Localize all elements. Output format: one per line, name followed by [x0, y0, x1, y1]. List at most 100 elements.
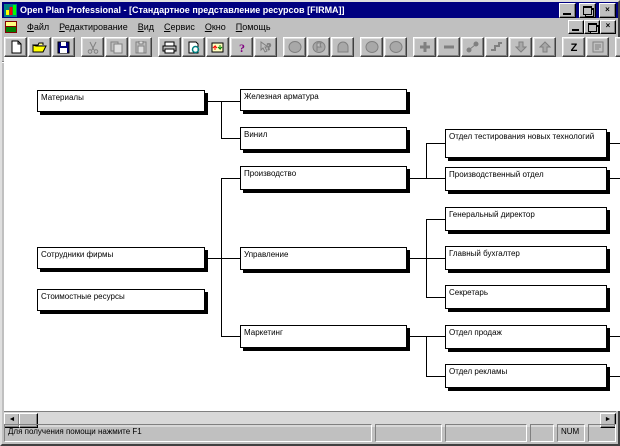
restore-icon [588, 22, 597, 32]
window-title: Open Plan Professional - [Стандартное пр… [20, 5, 345, 15]
document-icon[interactable] [4, 20, 18, 33]
menu-help[interactable]: Помощь [235, 21, 271, 32]
close-button[interactable]: × [599, 2, 616, 18]
resource-box-iron-fittings[interactable]: Железная арматура [240, 89, 407, 111]
open-button[interactable] [28, 37, 51, 57]
notes-button [586, 37, 609, 57]
title-bar: Open Plan Professional - [Стандартное пр… [2, 2, 618, 18]
resource-box-production[interactable]: Производство [240, 166, 407, 190]
connector-line [205, 101, 241, 102]
dot-link-icon [466, 41, 479, 53]
paste-button [129, 37, 152, 57]
connector-line [221, 178, 241, 179]
printer-icon [162, 41, 177, 53]
resource-box-advertising-dept[interactable]: Отдел рекламы [445, 364, 607, 388]
print-preview-button[interactable] [182, 37, 205, 57]
circle-icon [365, 41, 378, 53]
menu-view[interactable]: Вид [137, 21, 154, 32]
menu-edit[interactable]: Редактирование [59, 21, 128, 32]
menu-window[interactable]: Окно [204, 21, 226, 32]
resource-levels-button[interactable] [206, 37, 229, 57]
connector-line [426, 143, 445, 144]
resource-box-new-tech-testing-dept[interactable]: Отдел тестирования новых технологий [445, 129, 607, 158]
num-lock-indicator: NUM [557, 424, 585, 442]
svg-text:?: ? [267, 42, 272, 52]
mdi-close-button[interactable]: × [600, 19, 616, 34]
toolbar-group-shapes-b [360, 37, 407, 57]
minimize-button[interactable] [559, 2, 576, 18]
connector-line [610, 376, 620, 377]
new-document-button[interactable] [4, 37, 27, 57]
resource-box-secretary[interactable]: Секретарь [445, 285, 607, 309]
split-view-button[interactable] [615, 37, 620, 57]
status-message: Для получения помощи нажмите F1 [4, 424, 372, 442]
menu-service[interactable]: Сервис [164, 21, 195, 32]
resource-box-marketing[interactable]: Маркетинг [240, 325, 407, 348]
connector-line [426, 219, 427, 298]
connector-line [610, 336, 620, 337]
connector-line [426, 376, 445, 377]
right-arrow-icon: ► [604, 416, 612, 423]
expand-button [413, 37, 436, 57]
lined-page-icon [592, 41, 603, 53]
open-folder-icon [32, 42, 47, 52]
resource-box-production-dept[interactable]: Производственный отдел [445, 167, 607, 191]
oval-tool-button [283, 37, 306, 57]
question-mark-icon: ? [239, 41, 245, 54]
resource-box-vinyl[interactable]: Винил [240, 127, 407, 150]
resource-box-management[interactable]: Управление [240, 247, 407, 270]
floppy-disk-icon [57, 41, 70, 53]
status-pane-4 [530, 424, 554, 442]
copy-button [105, 37, 128, 57]
flag-tool-button [307, 37, 330, 57]
arrow-question-icon: ? [260, 40, 272, 53]
toolbar-group-shapes-a [283, 37, 354, 57]
circle-tool-2-button [384, 37, 407, 57]
resource-box-cost-resources[interactable]: Стоимостные ресурсы [37, 289, 205, 311]
app-icon[interactable] [4, 3, 17, 17]
plus-icon [419, 42, 430, 52]
copy-pages-icon [110, 41, 123, 53]
sort-button[interactable]: Z [562, 37, 585, 57]
collapse-button [437, 37, 460, 57]
svg-text:?: ? [239, 41, 245, 54]
help-button[interactable]: ? [230, 37, 253, 57]
save-button[interactable] [52, 37, 75, 57]
oval-icon [288, 41, 301, 53]
connector-line [221, 178, 222, 337]
circle-tool-1-button [360, 37, 383, 57]
toolbar-group-structure [413, 37, 556, 57]
resource-box-materials[interactable]: Материалы [37, 90, 205, 112]
up-arrow-icon [538, 41, 551, 53]
print-button[interactable] [158, 37, 181, 57]
toolbar-group-print-help: ? ? [158, 37, 277, 57]
mdi-minimize-button[interactable] [568, 19, 584, 34]
resource-box-chief-accountant[interactable]: Главный бухгалтер [445, 246, 607, 270]
mdi-restore-button[interactable] [584, 19, 600, 34]
status-pane-6 [588, 424, 616, 442]
connector-line [426, 336, 427, 377]
resource-box-general-director[interactable]: Генеральный директор [445, 207, 607, 231]
link-tool-button [461, 37, 484, 57]
minimize-icon [563, 12, 571, 15]
scissors-icon [87, 41, 98, 54]
connector-line [610, 143, 620, 144]
page-magnifier-icon [188, 41, 200, 53]
menu-file[interactable]: Файл [27, 21, 50, 32]
resource-tree-canvas: Материалы Железная арматура Винил Произв… [4, 57, 620, 411]
clipboard-icon [135, 40, 146, 53]
arch-tool-button [331, 37, 354, 57]
resource-box-company-employees[interactable]: Сотрудники фирмы [37, 247, 205, 269]
left-arrow-icon: ◄ [8, 416, 16, 423]
restore-button[interactable] [579, 2, 596, 18]
move-down-button [509, 37, 532, 57]
status-pane-2 [375, 424, 442, 442]
resource-box-sales-dept[interactable]: Отдел продаж [445, 325, 607, 349]
minimize-icon [572, 28, 579, 31]
connector-line [221, 336, 241, 337]
connector-line [205, 258, 241, 259]
status-pane-3 [445, 424, 527, 442]
connector-line [426, 297, 445, 298]
connector-line [221, 138, 241, 139]
